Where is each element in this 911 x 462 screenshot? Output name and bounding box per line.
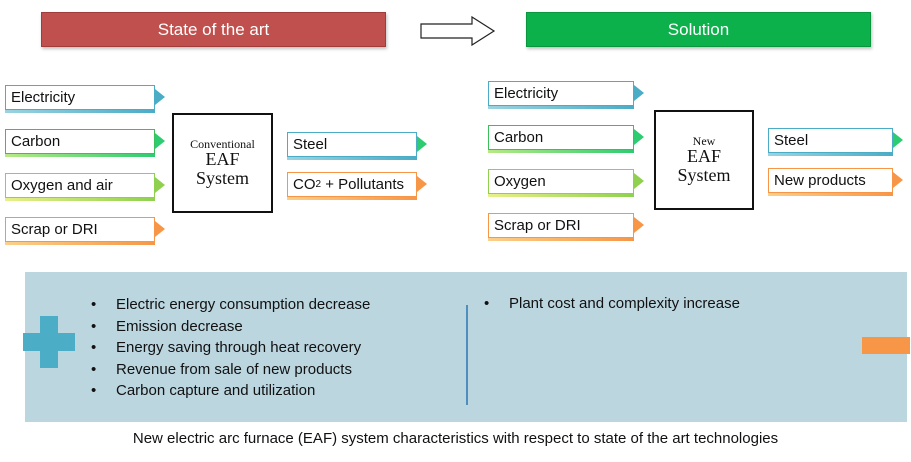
system-name-line2: System: [677, 165, 731, 186]
cons-list: Plant cost and complexity increase: [484, 293, 740, 315]
pro-item: Energy saving through heat recovery: [91, 337, 370, 359]
input-label: Scrap or DRI: [488, 213, 634, 238]
plus-icon: [23, 316, 75, 368]
system-name-line2: System: [195, 168, 249, 189]
arrow-head-icon: [155, 177, 165, 193]
arrow-head-icon: [634, 85, 644, 101]
input-label: Carbon: [488, 125, 634, 150]
system-qualifier: New: [692, 133, 716, 148]
arrow-head-icon: [417, 176, 427, 192]
pros-list: Electric energy consumption decrease Emi…: [91, 294, 370, 402]
figure-caption: New electric arc furnace (EAF) system ch…: [132, 430, 779, 447]
system-qualifier: Conventional: [190, 136, 255, 151]
input-label: Scrap or DRI: [5, 217, 155, 242]
co2-text: CO: [293, 176, 316, 193]
arrow-head-icon: [155, 133, 165, 149]
solution-header: Solution: [526, 12, 871, 47]
input-label: Carbon: [5, 129, 155, 154]
arrow-head-icon: [634, 217, 644, 233]
arrow-head-icon: [155, 221, 165, 237]
state-of-the-art-label: State of the art: [157, 19, 270, 39]
pro-item: Revenue from sale of new products: [91, 359, 370, 381]
input-label: Oxygen: [488, 169, 634, 194]
con-item: Plant cost and complexity increase: [484, 293, 740, 315]
arrow-head-icon: [893, 132, 903, 148]
conventional-eaf-system-box: Conventional EAF System: [172, 113, 273, 213]
arrow-head-icon: [417, 136, 427, 152]
input-label: Electricity: [488, 81, 634, 106]
output-label: Steel: [768, 128, 893, 153]
new-eaf-system-box: New EAF System: [654, 110, 754, 210]
pollutants-text: + Pollutants: [321, 176, 405, 193]
co2-subscript: 2: [315, 179, 322, 190]
minus-icon: [862, 337, 910, 354]
panel-divider: [466, 305, 468, 405]
output-label: New products: [768, 168, 893, 193]
arrow-head-icon: [634, 129, 644, 145]
arrow-head-icon: [893, 172, 903, 188]
right-arrow-icon: [420, 16, 496, 46]
system-name-line1: EAF: [205, 149, 240, 170]
arrow-head-icon: [155, 89, 165, 105]
pro-item: Carbon capture and utilization: [91, 380, 370, 402]
input-label: Electricity: [5, 85, 155, 110]
state-of-the-art-header: State of the art: [41, 12, 386, 47]
pro-item: Electric energy consumption decrease: [91, 294, 370, 316]
system-name-line1: EAF: [686, 146, 721, 167]
pro-item: Emission decrease: [91, 316, 370, 338]
output-label: Steel: [287, 132, 417, 157]
solution-label: Solution: [667, 19, 730, 39]
arrow-head-icon: [634, 173, 644, 189]
input-label: Oxygen and air: [5, 173, 155, 198]
